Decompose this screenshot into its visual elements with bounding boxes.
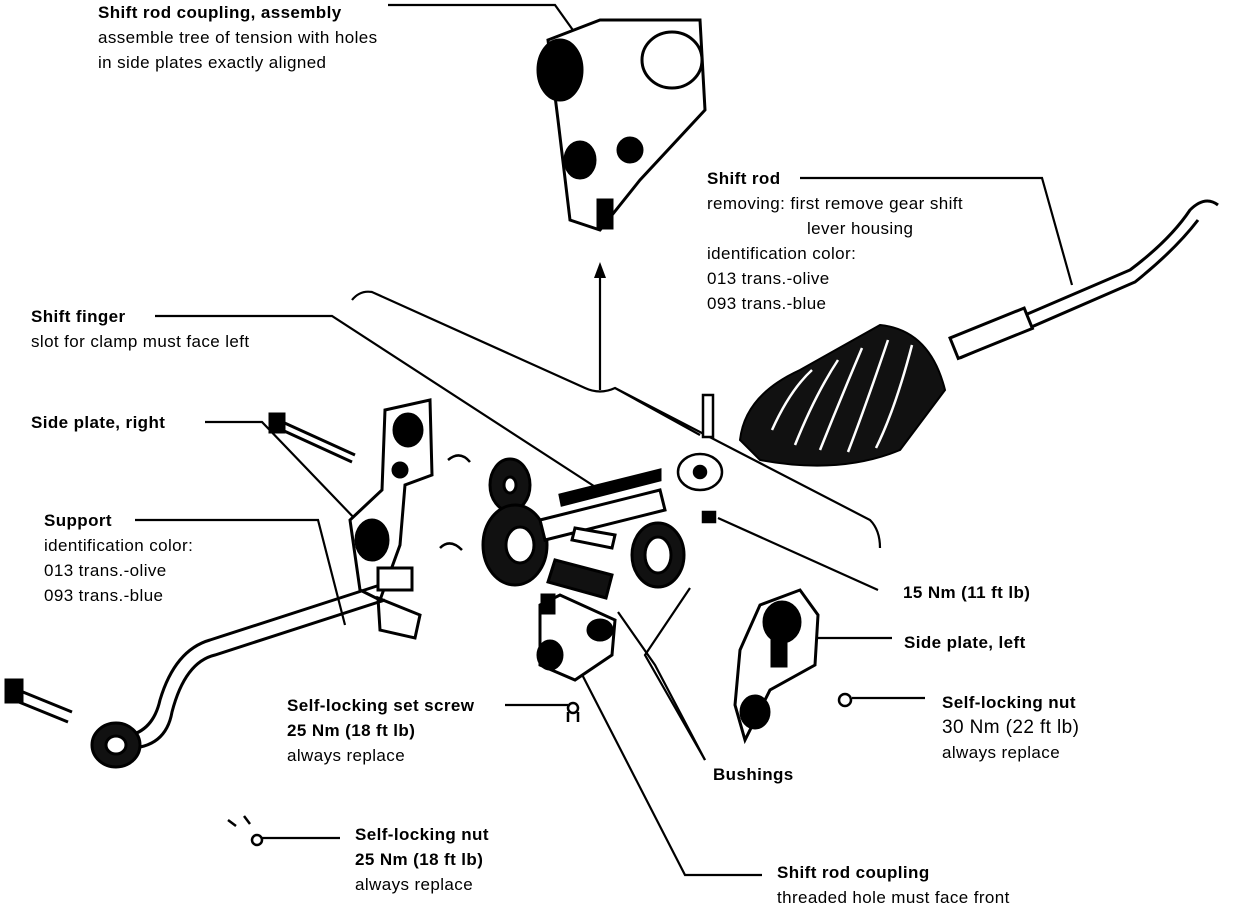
support-part xyxy=(90,566,414,769)
label-title: Side plate, left xyxy=(904,633,1026,652)
leader-torque-15 xyxy=(717,516,879,592)
arrow-head xyxy=(594,262,606,278)
label-line: always replace xyxy=(287,746,406,765)
label-line: 013 trans.-olive xyxy=(44,561,167,580)
bushing-parts xyxy=(481,457,686,600)
leader-coupling-assembly xyxy=(388,3,581,41)
label-coupling: Shift rod coupling threaded hole must fa… xyxy=(777,860,1010,910)
label-title: Shift rod xyxy=(707,169,781,188)
bolt-upper-left xyxy=(268,412,356,464)
label-torque-15: 15 Nm (11 ft lb) xyxy=(903,580,1030,605)
leader-shift-rod xyxy=(800,176,1074,286)
label-line: 25 Nm (18 ft lb) xyxy=(287,721,416,740)
label-line: 093 trans.-blue xyxy=(707,294,827,313)
label-line: identification color: xyxy=(44,536,194,555)
label-line: always replace xyxy=(355,875,474,894)
label-bushings: Bushings xyxy=(713,762,794,787)
label-line: 25 Nm (18 ft lb) xyxy=(355,850,484,869)
label-line: 013 trans.-olive xyxy=(707,269,830,288)
label-title: Support xyxy=(44,511,112,530)
rubber-boot-part xyxy=(738,323,947,467)
label-nut-30: Self-locking nut 30 Nm (22 ft lb) always… xyxy=(942,690,1079,765)
label-title: 15 Nm (11 ft lb) xyxy=(903,583,1031,602)
label-line: lever housing xyxy=(807,219,914,238)
label-set-screw: Self-locking set screw 25 Nm (18 ft lb) … xyxy=(287,693,474,768)
label-title: Self-locking nut xyxy=(942,693,1076,712)
assembly-bracket xyxy=(351,290,882,549)
coupling-part xyxy=(536,593,617,682)
label-support: Support identification color: 013 trans.… xyxy=(44,508,193,608)
side-plate-left-part xyxy=(733,588,820,745)
label-title: Self-locking set screw xyxy=(287,696,475,715)
leader-bushings-2 xyxy=(617,611,706,761)
label-line: threaded hole must face front xyxy=(777,888,1010,907)
label-title: Side plate, right xyxy=(31,413,166,432)
label-shift-rod: Shift rod removing: first remove gear sh… xyxy=(707,166,963,316)
label-line: assemble tree of tension with holes xyxy=(98,28,378,47)
label-side-plate-right: Side plate, right xyxy=(31,410,165,435)
coupling-assembly-part xyxy=(536,18,707,232)
leader-support xyxy=(135,518,347,626)
leader-coupling xyxy=(571,654,762,877)
label-line: 093 trans.-blue xyxy=(44,586,164,605)
label-title: Self-locking nut xyxy=(355,825,489,844)
small-parts xyxy=(676,393,724,524)
leader-shift-finger xyxy=(155,314,601,491)
leader-bushings-1 xyxy=(643,587,706,761)
label-line: always replace xyxy=(942,743,1061,762)
fastener-parts xyxy=(227,454,853,847)
leader-side-plate-right xyxy=(205,420,359,523)
label-line: identification color: xyxy=(707,244,857,263)
side-plate-right-part xyxy=(348,398,434,640)
label-line: in side plates exactly aligned xyxy=(98,53,327,72)
label-line: slot for clamp must face left xyxy=(31,332,250,351)
label-line: removing: first remove gear shift xyxy=(707,194,964,213)
label-shift-finger: Shift finger slot for clamp must face le… xyxy=(31,304,250,354)
label-title: Shift finger xyxy=(31,307,126,326)
label-line: 30 Nm (22 ft lb) xyxy=(942,717,1080,738)
label-nut-25: Self-locking nut 25 Nm (18 ft lb) always… xyxy=(355,822,489,897)
label-side-plate-left: Side plate, left xyxy=(904,630,1026,655)
label-coupling-assembly: Shift rod coupling, assembly assemble tr… xyxy=(98,0,378,75)
shift-rod-part xyxy=(948,199,1219,361)
label-title: Bushings xyxy=(713,765,794,784)
bolt-lower-left xyxy=(4,678,73,724)
label-title: Shift rod coupling, assembly xyxy=(98,3,342,22)
label-title: Shift rod coupling xyxy=(777,863,930,882)
